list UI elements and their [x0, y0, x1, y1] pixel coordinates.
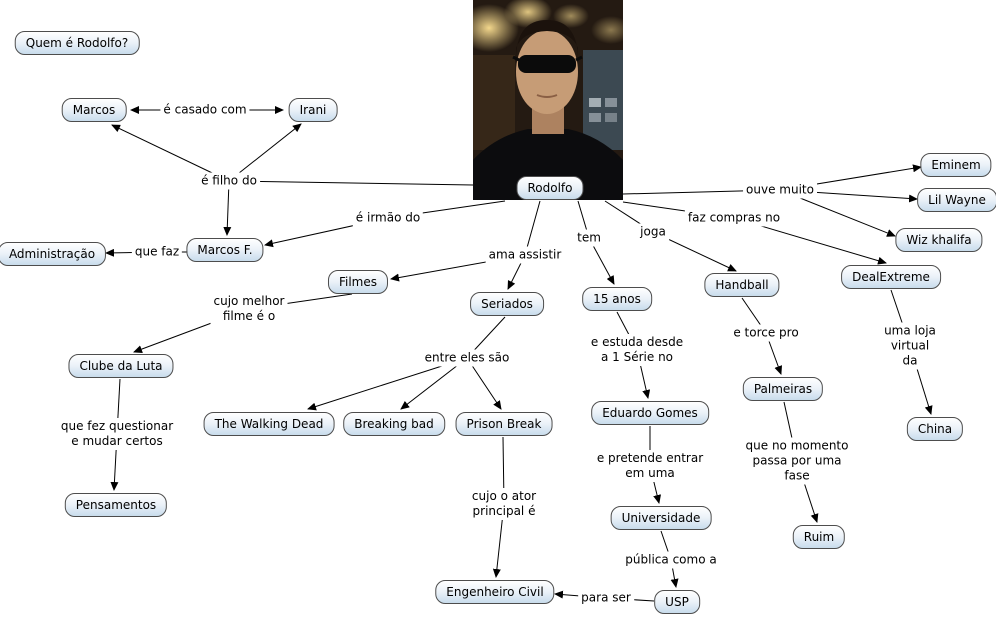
concept-node-ruim[interactable]: Ruim	[792, 525, 846, 549]
link-label-que-no-momento[interactable]: que no momento passa por uma fase	[742, 437, 852, 485]
concept-node-engenheiro-civil[interactable]: Engenheiro Civil	[435, 580, 555, 604]
concept-node-palmeiras[interactable]: Palmeiras	[742, 377, 824, 401]
concept-node-irani[interactable]: Irani	[288, 98, 338, 122]
concept-node-usp[interactable]: USP	[654, 590, 700, 614]
link-label-tem[interactable]: tem	[574, 229, 604, 247]
concept-node-the-walking-dead[interactable]: The Walking Dead	[203, 412, 335, 436]
concept-node-eminem[interactable]: Eminem	[920, 153, 992, 177]
concept-node-wiz-khalifa[interactable]: Wiz khalifa	[895, 228, 983, 252]
link-label-ouve-muito[interactable]: ouve muito	[743, 181, 817, 199]
concept-node-lil-wayne[interactable]: Lil Wayne	[917, 188, 996, 212]
concept-node-marcos-f[interactable]: Marcos F.	[186, 238, 264, 262]
link-label-uma-loja[interactable]: uma loja virtual da	[867, 322, 953, 370]
link-label-cujo-ator[interactable]: cujo o ator principal é	[468, 488, 540, 520]
link-label-publica-como-a[interactable]: pública como a	[622, 551, 720, 569]
link-label-e-estuda[interactable]: e estuda desde a 1 Série no	[587, 334, 687, 366]
link-label-entre-eles-sao[interactable]: entre eles são	[421, 349, 513, 367]
rodolfo-photo[interactable]	[459, 0, 631, 200]
link-label-e-pretende[interactable]: e pretende entrar em uma	[593, 450, 707, 482]
link-label-que-fez-questionar[interactable]: que fez questionar e mudar certos	[57, 418, 177, 450]
concept-node-pensamentos[interactable]: Pensamentos	[64, 493, 168, 517]
concept-node-quem-e-rodolfo[interactable]: Quem é Rodolfo?	[14, 31, 140, 55]
concept-node-clube-da-luta[interactable]: Clube da Luta	[68, 354, 174, 378]
concept-node-dealextreme[interactable]: DealExtreme	[841, 265, 941, 289]
link-label-ama-assistir[interactable]: ama assistir	[485, 246, 565, 264]
link-label-para-ser[interactable]: para ser	[578, 589, 634, 607]
link-label-cujo-melhor-filme[interactable]: cujo melhor filme é o	[210, 293, 288, 325]
concept-node-universidade[interactable]: Universidade	[610, 506, 712, 530]
concept-node-marcos[interactable]: Marcos	[61, 98, 127, 122]
link-label-que-faz[interactable]: que faz	[131, 243, 183, 261]
link-label-e-filho-do[interactable]: é filho do	[198, 172, 260, 190]
concept-node-handball[interactable]: Handball	[704, 273, 780, 297]
concept-node-breaking-bad[interactable]: Breaking bad	[343, 412, 445, 436]
link-label-joga[interactable]: joga	[637, 223, 669, 241]
link-label-faz-compras-no[interactable]: faz compras no	[684, 209, 784, 227]
link-label-e-torce-pro[interactable]: e torce pro	[730, 324, 802, 342]
concept-node-administracao[interactable]: Administração	[0, 242, 107, 266]
concept-node-rodolfo[interactable]: Rodolfo	[516, 176, 584, 200]
concept-node-china[interactable]: China	[906, 417, 964, 441]
concept-node-filmes[interactable]: Filmes	[327, 270, 389, 294]
rodolfo-photo-image	[459, 0, 631, 200]
concept-node-eduardo-gomes[interactable]: Eduardo Gomes	[591, 401, 709, 425]
link-label-e-casado-com[interactable]: é casado com	[160, 101, 250, 119]
concept-node-prison-break[interactable]: Prison Break	[455, 412, 553, 436]
concept-node-seriados[interactable]: Seriados	[470, 292, 544, 316]
link-label-e-irmao-do[interactable]: é irmão do	[352, 209, 424, 227]
concept-node-15-anos[interactable]: 15 anos	[582, 287, 652, 311]
